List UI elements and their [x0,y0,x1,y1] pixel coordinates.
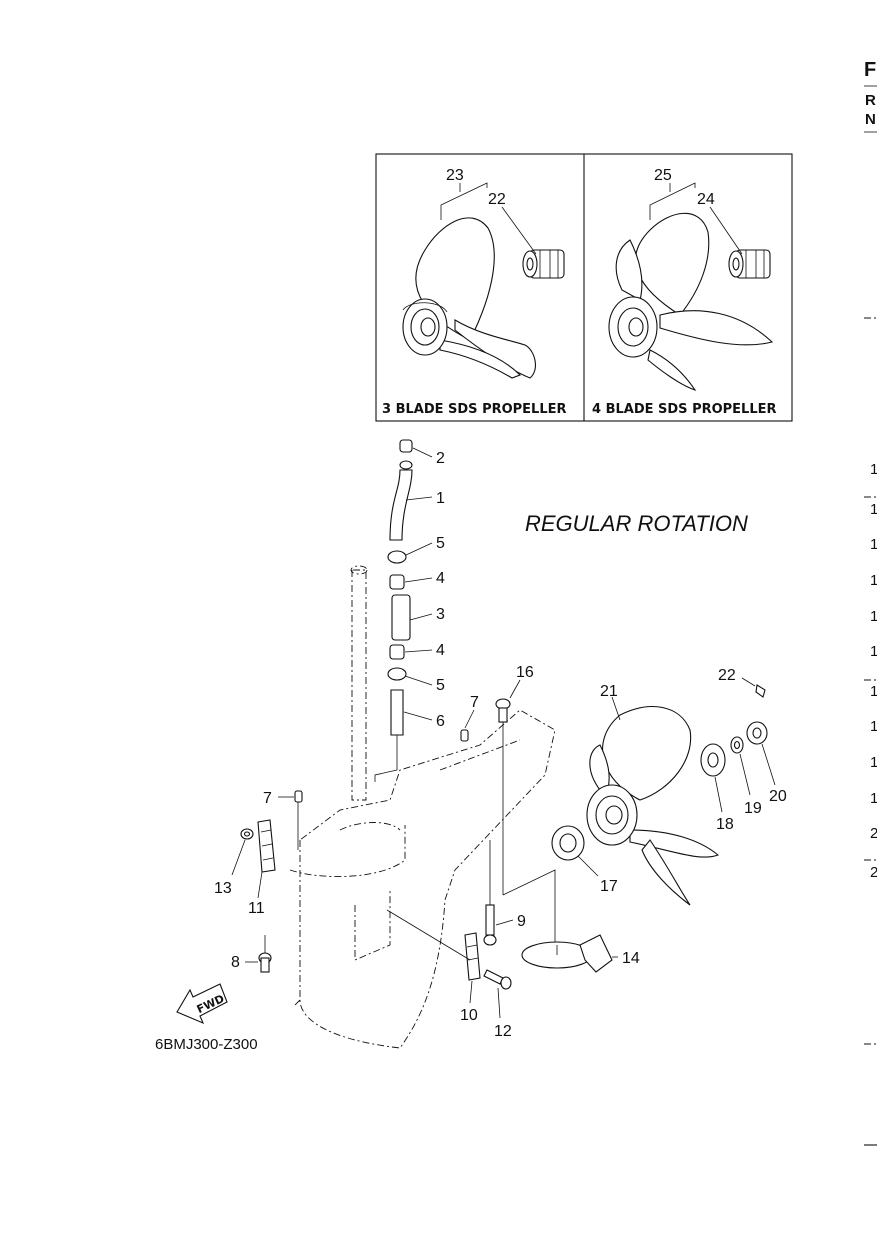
right-edge-num-2: 1 [870,501,877,518]
three-blade-propeller-drawing [402,217,536,379]
right-edge-num-8: 1 [870,718,877,735]
callout-12: 12 [494,1023,512,1040]
bolt-9 [483,840,514,946]
right-edge-num-4: 1 [870,572,877,589]
right-edge-num-10: 1 [870,790,877,807]
sds-propeller-inset: 23 22 25 24 3 BLADE SDS PROPELLER 4 BLAD… [375,153,793,422]
propeller-21-drawing [586,696,720,906]
spacer-17 [700,743,726,813]
anode-10 [386,909,481,1004]
callout-7-right: 7 [470,694,479,711]
callout-19: 20 [769,788,787,805]
callout-6: 6 [436,713,445,730]
water-tube-assembly [374,439,433,782]
four-blade-propeller-drawing [608,212,774,392]
lower-case-housing-outline [289,565,556,1049]
sds-hub-kit-23-drawing [522,249,565,279]
callout-25: 24 [697,191,715,208]
diagram-title: REGULAR ROTATION [525,511,748,536]
sds-hub-kit-25-drawing [728,249,771,279]
right-edge-header-3: N [865,111,876,128]
anode-11 [257,819,276,899]
callout-10: 10 [460,1007,478,1024]
right-edge-num-6: 1 [870,643,877,660]
bolt-12 [483,969,512,1019]
right-edge-num-12: 2 [870,864,877,881]
callout-3: 3 [436,606,445,623]
bolt-8 [245,935,272,973]
callout-13: 13 [214,880,232,897]
dowel-pin-7-right [460,709,475,742]
callout-22: 23 [446,167,464,184]
callout-24: 25 [654,167,672,184]
bolt-15 [495,679,556,945]
callout-15: 16 [516,664,534,681]
nut-13 [231,828,254,876]
cotter-pin-20 [741,677,766,698]
trim-tab-14 [521,934,618,973]
callout-20: 22 [718,667,736,684]
right-edge-num-9: 1 [870,754,877,771]
callout-7-left: 7 [263,790,272,807]
callout-4-upper: 4 [436,570,445,587]
callout-14: 14 [622,950,640,967]
right-edge-num-1: 1 [870,461,877,478]
inset-left-label: 3 BLADE SDS PROPELLER [382,402,567,417]
callout-1: 1 [436,490,445,507]
callout-5-upper: 5 [436,535,445,552]
right-edge-num-3: 1 [870,536,877,553]
callout-21: 21 [600,683,618,700]
right-edge-num-5: 1 [870,608,877,625]
nut-19 [746,721,776,786]
right-edge-num-11: 2 [870,825,877,842]
right-edge-header-2: R [865,92,876,109]
callout-4-lower: 4 [436,642,445,659]
right-edge-num-7: 1 [870,683,877,700]
callout-9: 9 [517,913,526,930]
callout-18: 19 [744,800,762,817]
callout-16: 17 [600,878,618,895]
thrust-washer-16 [551,825,599,877]
callout-5-lower: 5 [436,677,445,694]
dowel-pin-7-left [278,790,303,850]
right-edge-column: F R N 1 1 1 1 1 1 1 1 1 1 2 2 [864,59,877,1146]
callout-17: 18 [716,816,734,833]
inset-right-label: 4 BLADE SDS PROPELLER [592,402,777,417]
callout-11: 11 [248,900,265,917]
callout-23: 22 [488,191,506,208]
washer-18 [730,736,751,796]
fwd-arrow-icon: FWD [176,983,228,1025]
drawing-code: 6BMJ300-Z300 [155,1036,258,1053]
callout-8: 8 [231,954,240,971]
callout-2: 2 [436,450,445,467]
right-edge-header-1: F [864,59,876,81]
